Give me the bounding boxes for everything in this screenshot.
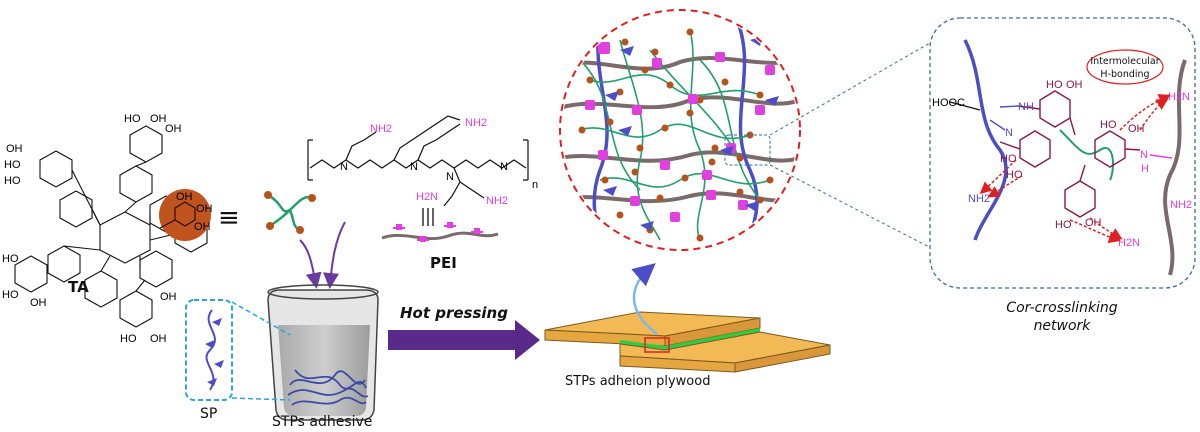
equivalence-symbol: ≡	[218, 203, 240, 233]
pei-nh2-label: NH2	[465, 117, 487, 129]
tannin-highlight-circle	[159, 189, 211, 241]
galloyl-ring	[59, 190, 93, 228]
sp-side-groups	[205, 318, 224, 386]
galloyl-ring	[139, 250, 173, 288]
oh-label: OH	[165, 123, 182, 135]
oh-label: OH	[1066, 79, 1083, 91]
amine-n: N	[410, 161, 418, 173]
nh2-label: NH2	[1170, 199, 1192, 211]
detail-catechol-rings	[999, 90, 1141, 218]
oh-label: HO	[4, 159, 21, 171]
galloyl-ring	[119, 165, 153, 203]
oh-label: OH	[160, 291, 177, 303]
oh-label: HO	[2, 253, 19, 265]
hot-pressing-arrow	[388, 320, 540, 360]
imine-n-label: N	[1005, 127, 1013, 139]
cooh-label: HOOC	[932, 97, 965, 109]
ta-into-beaker-arrow	[299, 239, 322, 289]
plywood-label: STPs adheion plywood	[565, 374, 710, 389]
adhesive-label: STPs adhesive	[272, 414, 372, 430]
hbond-callout-line1: Intermolecular	[1090, 56, 1159, 67]
network-label-line2: network	[1034, 318, 1092, 334]
oh-label: HO	[1006, 169, 1023, 181]
oh-label: OH	[30, 297, 47, 309]
nh-label: N	[1140, 149, 1148, 161]
oh-label: HO	[4, 175, 21, 187]
amine-n: N	[446, 171, 454, 183]
detail-protein-chain	[963, 39, 1008, 241]
oh-label: HO	[2, 289, 19, 301]
hbond-arrows	[979, 94, 1171, 244]
pei-nh2-label: H2N	[416, 191, 438, 203]
oh-label: HO	[1055, 219, 1072, 231]
oh-label: HO	[1100, 119, 1117, 131]
oh-label: HO	[1000, 153, 1017, 165]
ta-label: TA	[68, 278, 89, 296]
pei-chain-icon	[381, 231, 499, 241]
network-label-line1: Cor-crosslinking	[1006, 300, 1118, 316]
oh-label: OH	[6, 143, 23, 155]
nh-label: NH	[1018, 101, 1034, 113]
oh-label: OH	[1085, 217, 1102, 229]
sp-label: SP	[200, 406, 217, 422]
galloyl-ring	[14, 255, 48, 293]
oh-label: HO	[1046, 79, 1063, 91]
galloyl-ring	[84, 270, 118, 308]
oh-label: OH	[176, 191, 193, 203]
galloyl-ring	[47, 245, 81, 283]
detail-ta-link	[1059, 129, 1114, 181]
hbond-callout	[1086, 49, 1164, 85]
pei-nh2-label: NH2	[370, 123, 392, 135]
oh-label: OH	[1128, 123, 1145, 135]
pei-amine-markers	[393, 222, 483, 242]
oh-label: OH	[196, 203, 213, 215]
tannic-acid-oh-labels: OH HO HO HO OH OH HO HO OH HO OH OH	[2, 113, 182, 345]
zoom-region-box	[644, 337, 670, 353]
network-contents	[562, 14, 798, 248]
oh-label: OH	[194, 221, 211, 233]
amine-n: N	[500, 161, 508, 173]
oh-label: HO	[124, 113, 141, 125]
oh-label: HO	[120, 333, 137, 345]
network-detail-box	[724, 134, 771, 166]
crosslink-detail-panel	[929, 17, 1196, 289]
pei-nh2-label: NH2	[486, 195, 508, 207]
h2n-label: H2N	[1168, 91, 1190, 103]
polymer-subscript: n	[532, 179, 538, 191]
hbond-callout-line2: H-bonding	[1100, 69, 1149, 80]
sp-box	[185, 299, 233, 401]
oh-label: OH	[150, 113, 167, 125]
galloyl-ring	[119, 290, 153, 328]
ta-simplified-icon	[267, 193, 313, 232]
sp-chain	[205, 309, 216, 391]
pei-into-beaker-arrow	[323, 221, 346, 289]
detail-chem-labels: HOOC NH N HO OH HO HO HO OH N H HO OH H2…	[932, 79, 1192, 249]
beaker	[267, 284, 379, 421]
h2n-label: H2N	[1118, 237, 1140, 249]
protein-tangle	[287, 369, 369, 406]
amine-n: N	[340, 161, 348, 173]
pei-equivalence-bars	[422, 208, 434, 226]
plywood	[544, 311, 831, 373]
nh-label: H	[1141, 163, 1149, 175]
detail-pei-chain	[1163, 59, 1187, 276]
nh2-label: NH2	[968, 193, 990, 205]
galloyl-ring	[39, 150, 73, 188]
oh-label: OH	[150, 333, 167, 345]
galloyl-ring	[129, 125, 163, 163]
glucose-ring	[99, 211, 151, 264]
pei-label: PEI	[430, 254, 457, 272]
zoom-arrow	[631, 263, 658, 335]
hot-pressing-label: Hot pressing	[400, 304, 508, 322]
pei-structure	[307, 115, 529, 207]
